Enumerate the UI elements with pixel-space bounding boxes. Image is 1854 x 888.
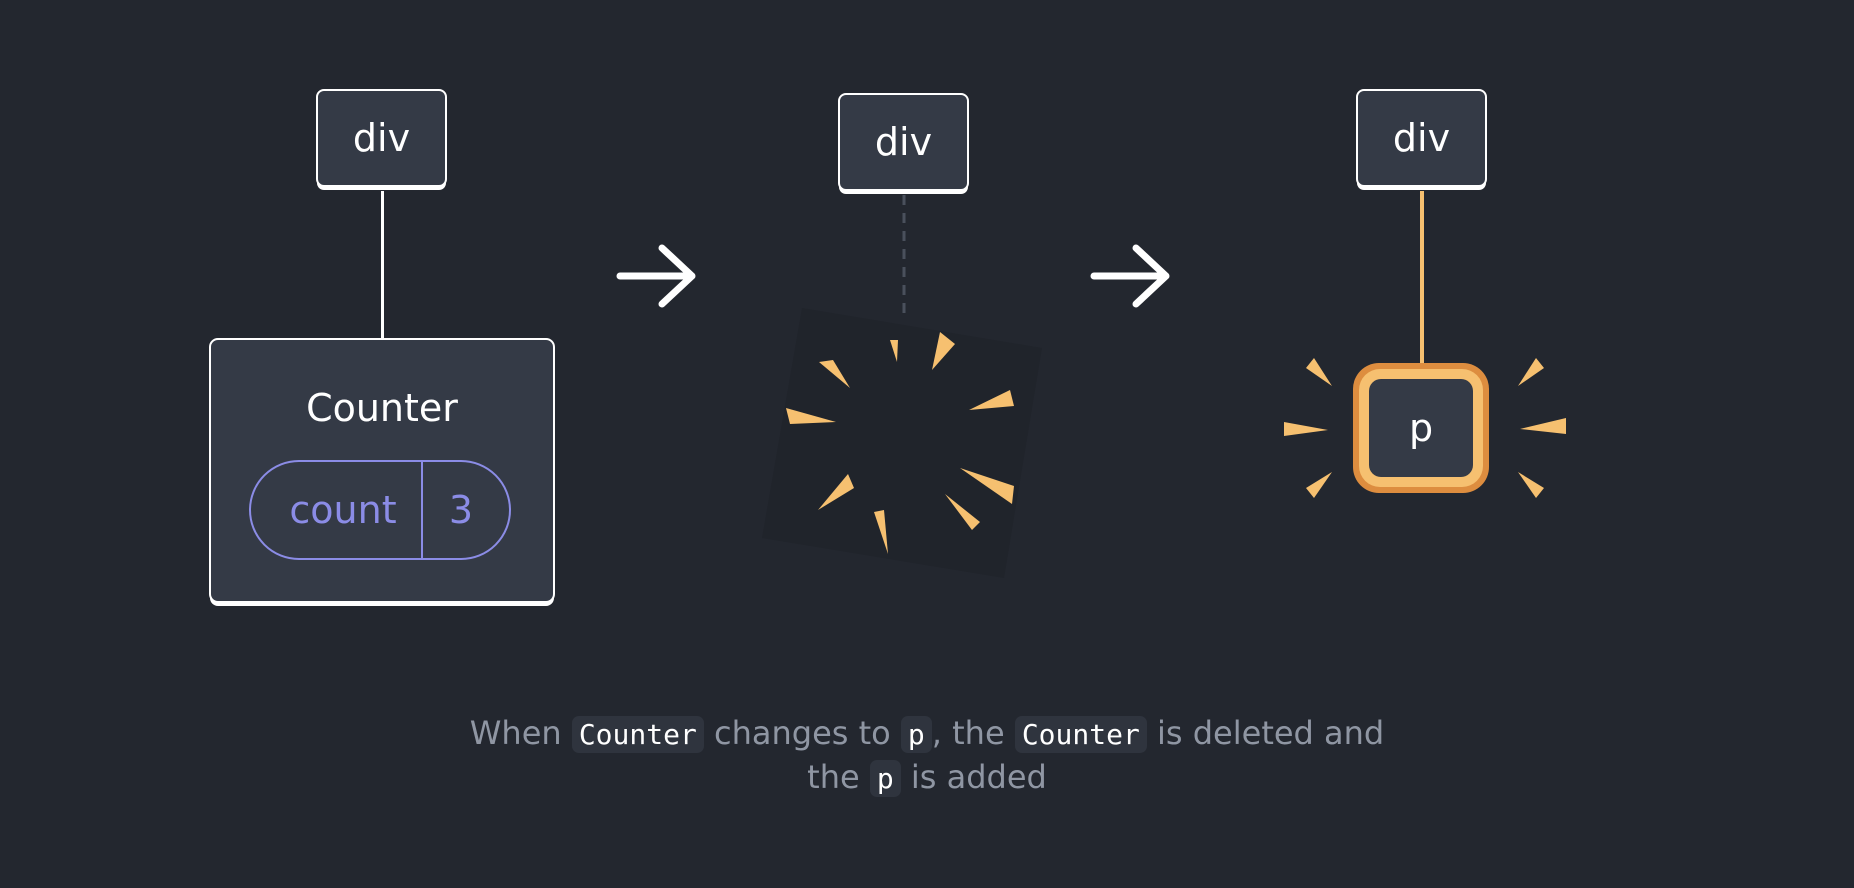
sparkle-icon — [1284, 358, 1566, 498]
caption-text: changes to — [714, 714, 891, 752]
caption-code: p — [869, 760, 901, 797]
state-key: count — [251, 462, 423, 558]
state-value: 3 — [448, 488, 474, 532]
caption-text: the — [807, 758, 860, 796]
caption-code: p — [900, 716, 932, 753]
div-node-middle-label: div — [874, 120, 933, 164]
counter-component-name: Counter — [306, 386, 458, 430]
counter-component-node: Counter count 3 — [209, 338, 555, 603]
state-pill: count 3 — [249, 460, 511, 560]
arrow-right-icon — [616, 244, 696, 308]
caption-code: Counter — [1014, 716, 1147, 753]
connector-line-before — [381, 191, 384, 338]
diagram-caption: When Counter changes to p, the Counter i… — [0, 712, 1854, 800]
connector-line-after — [1420, 191, 1424, 371]
div-node-before: div — [316, 89, 447, 187]
dashed-connector-line — [902, 195, 906, 313]
caption-text: , the — [931, 714, 1005, 752]
caption-text: is added — [910, 758, 1047, 796]
div-node-middle: div — [838, 93, 969, 191]
caption-code: Counter — [571, 716, 704, 753]
div-node-after: div — [1356, 89, 1487, 187]
arrow-right-icon — [1090, 244, 1170, 308]
div-node-before-label: div — [352, 116, 411, 160]
p-node-label: p — [1369, 379, 1473, 477]
div-node-after-label: div — [1392, 116, 1451, 160]
p-node-added: p — [1353, 363, 1489, 493]
caption-text: When — [469, 714, 562, 752]
caption-text: is deleted and — [1157, 714, 1385, 752]
poof-burst-icon — [762, 308, 1042, 578]
